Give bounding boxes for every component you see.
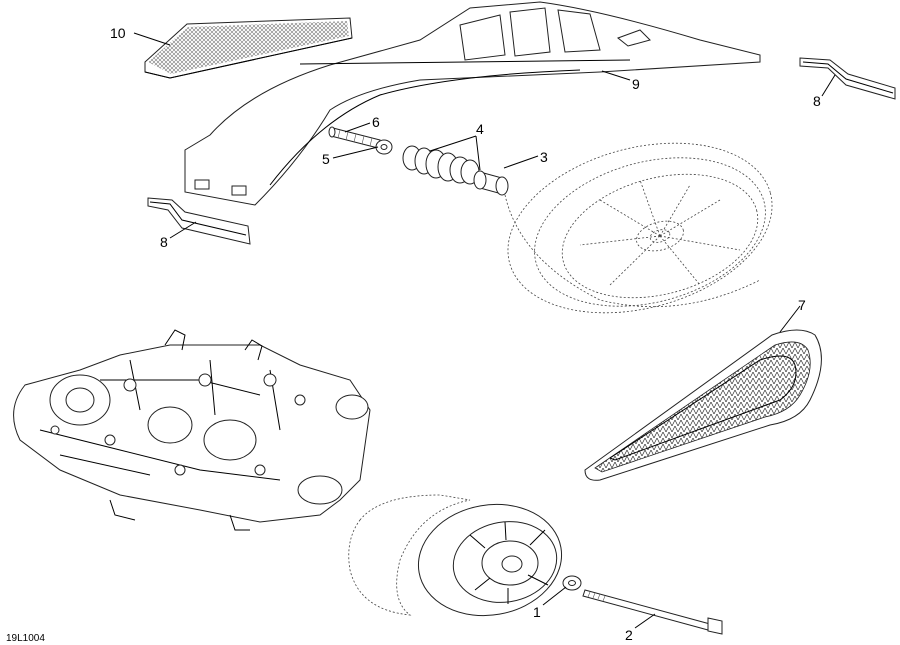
washer-5 — [375, 139, 393, 155]
callout-7: 7 — [798, 297, 806, 313]
callout-10: 10 — [110, 25, 126, 41]
callout-2: 2 — [625, 627, 633, 643]
washer-1 — [562, 575, 582, 591]
bolt-2 — [582, 589, 723, 635]
leader-lines — [133, 32, 836, 629]
spring-4 — [402, 145, 480, 185]
callout-5: 5 — [322, 151, 330, 167]
callout-8-left: 8 — [160, 234, 168, 250]
callout-1: 1 — [533, 604, 541, 620]
drive-belt — [584, 329, 822, 481]
callout-6: 6 — [372, 114, 380, 130]
drive-pulley — [348, 494, 563, 617]
drawing-code: 19L1004 — [6, 633, 45, 644]
bolt-6 — [328, 126, 381, 149]
callout-8-right: 8 — [813, 93, 821, 109]
callout-3: 3 — [540, 149, 548, 165]
callout-4: 4 — [476, 121, 484, 137]
callout-9: 9 — [632, 76, 640, 92]
driven-pulley — [504, 142, 773, 314]
clip-right — [799, 57, 896, 100]
grille-pad — [144, 17, 353, 79]
engine — [13, 329, 371, 531]
clip-left — [147, 197, 251, 245]
bushing-3 — [473, 170, 509, 196]
belt-guard — [184, 1, 761, 206]
